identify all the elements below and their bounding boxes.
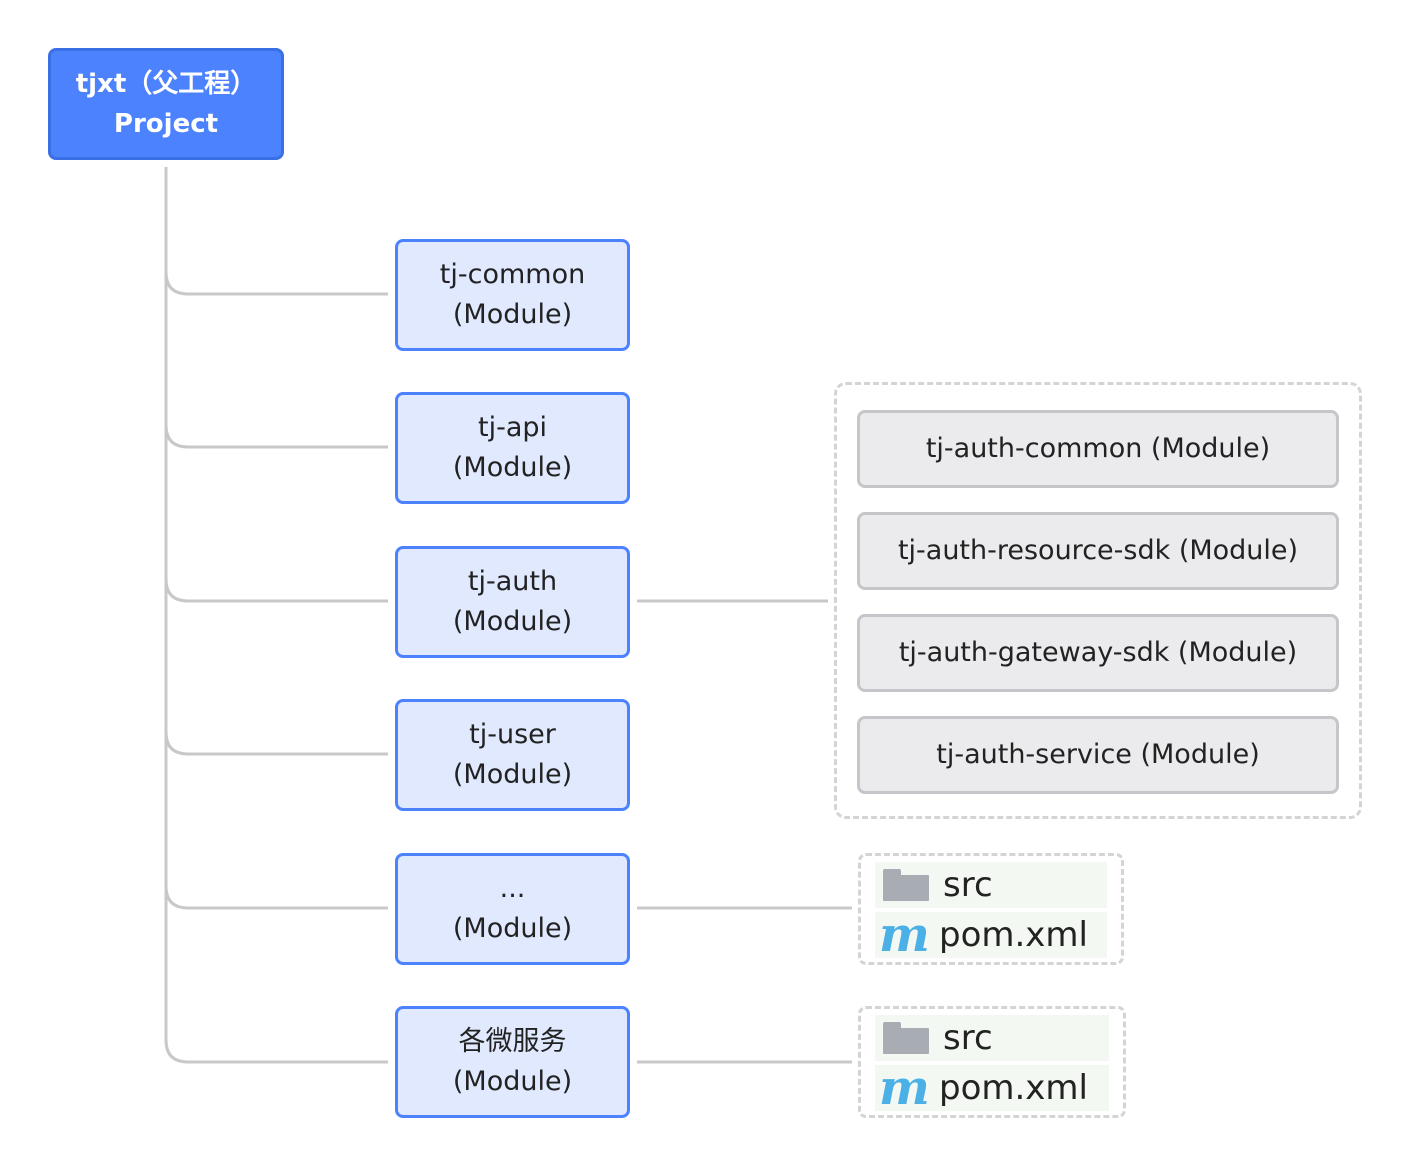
branch-ellipsis [164, 885, 388, 910]
module-name: tj-auth [467, 566, 558, 597]
module-name: tj-common [439, 259, 586, 290]
branch-tj-user [164, 731, 388, 756]
file-name-src: src [943, 1018, 993, 1058]
branch-tj-api [164, 424, 388, 449]
trunk-line [164, 167, 388, 1064]
file-row-pom: m pom.xml [875, 907, 1107, 963]
root-subtitle: Project [113, 109, 219, 139]
module-files-microservices: src m pom.xml [858, 1006, 1126, 1118]
module-name: ... [499, 873, 526, 904]
tj-auth-submodule-group [834, 382, 1362, 819]
submodule-label: tj-auth-gateway-sdk (Module) [898, 637, 1298, 668]
module-type: (Module) [452, 913, 573, 944]
branch-tj-common [164, 271, 388, 296]
submodule-label: tj-auth-common (Module) [925, 433, 1271, 464]
module-ellipsis: ... (Module) [395, 853, 630, 965]
branch-tj-auth [164, 578, 388, 603]
module-name: 各微服务 [458, 1026, 567, 1057]
module-type: (Module) [452, 759, 573, 790]
submodule-tj-auth-common: tj-auth-common (Module) [857, 410, 1339, 488]
module-tj-api: tj-api (Module) [395, 392, 630, 504]
module-type: (Module) [452, 299, 573, 330]
submodule-tj-auth-gateway-sdk: tj-auth-gateway-sdk (Module) [857, 614, 1339, 692]
submodule-tj-auth-resource-sdk: tj-auth-resource-sdk (Module) [857, 512, 1339, 590]
file-name-pom: pom.xml [939, 1068, 1088, 1108]
folder-icon [883, 869, 929, 901]
submodule-label: tj-auth-service (Module) [936, 739, 1260, 770]
file-row-pom: m pom.xml [875, 1060, 1109, 1116]
module-tj-user: tj-user (Module) [395, 699, 630, 811]
root-title: tjxt（父工程） [75, 69, 257, 99]
file-name-src: src [943, 865, 993, 905]
module-tj-common: tj-common (Module) [395, 239, 630, 351]
module-files-ellipsis: src m pom.xml [858, 853, 1124, 965]
maven-icon: m [879, 1060, 930, 1116]
module-type: (Module) [452, 606, 573, 637]
root-project-node: tjxt（父工程） Project [48, 48, 284, 160]
module-type: (Module) [452, 1066, 573, 1097]
module-type: (Module) [452, 452, 573, 483]
file-name-pom: pom.xml [939, 915, 1088, 955]
file-row-src: src [875, 1015, 1109, 1061]
maven-icon: m [879, 907, 930, 963]
module-name: tj-user [469, 719, 556, 750]
file-row-src: src [875, 862, 1107, 908]
module-tj-auth: tj-auth (Module) [395, 546, 630, 658]
module-name: tj-api [477, 412, 548, 443]
submodule-tj-auth-service: tj-auth-service (Module) [857, 716, 1339, 794]
submodule-label: tj-auth-resource-sdk (Module) [897, 535, 1299, 566]
module-microservices: 各微服务 (Module) [395, 1006, 630, 1118]
folder-icon [883, 1022, 929, 1054]
